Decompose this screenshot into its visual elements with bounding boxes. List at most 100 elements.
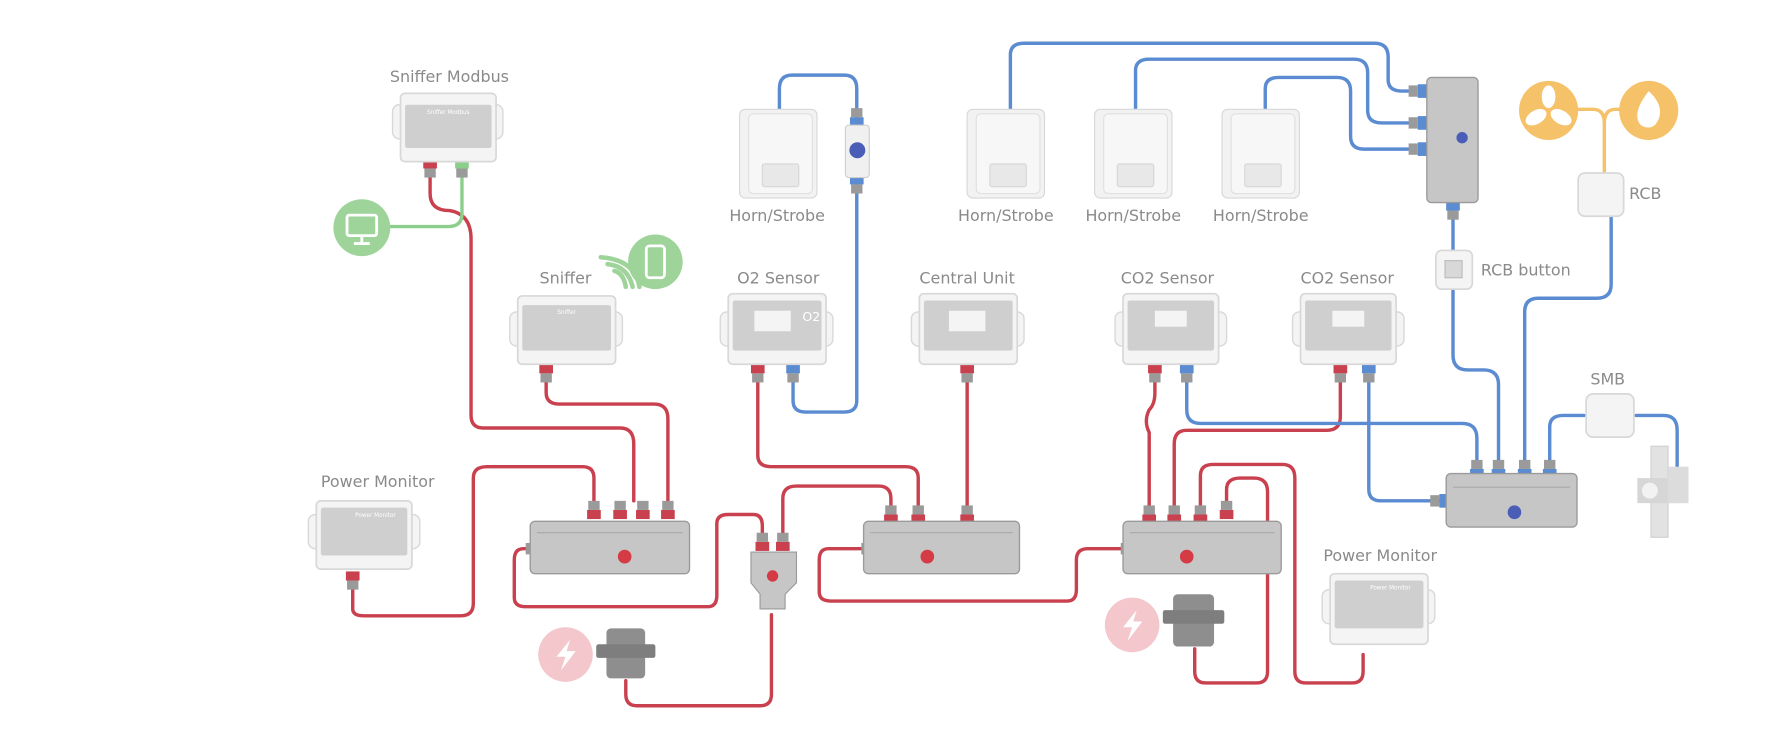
cable — [756, 373, 920, 509]
lightning-icon — [538, 627, 593, 682]
rcb-device — [1577, 172, 1625, 218]
cable-connector — [1167, 505, 1182, 524]
cable — [1602, 107, 1622, 125]
cable-connector — [1333, 364, 1348, 383]
label-co2-sensor-1: CO2 Sensor — [1121, 268, 1215, 287]
cable-connector — [849, 108, 864, 127]
cable-connector — [1446, 201, 1460, 220]
power-splitter — [750, 551, 798, 610]
power-supply-1 — [596, 628, 656, 679]
label-sniffer: Sniffer — [540, 268, 592, 287]
bus-hub — [1445, 472, 1578, 528]
cable — [624, 612, 774, 708]
cable — [777, 73, 859, 122]
cable — [1133, 57, 1413, 125]
cable-connector — [960, 505, 974, 524]
label-smb: SMB — [1590, 370, 1625, 389]
faceplate-text: O2 — [802, 309, 820, 324]
cable — [1451, 288, 1501, 463]
smartphone-wifi-icon — [598, 234, 683, 290]
label-rcb: RCB — [1629, 184, 1661, 203]
cable-connector — [1193, 505, 1208, 524]
rcb-cables — [1575, 107, 1622, 175]
cable — [781, 484, 893, 537]
cable-connector — [345, 571, 360, 590]
cable-connector — [1408, 142, 1427, 156]
cable — [1634, 413, 1679, 471]
co2-sensor-device-1 — [1114, 292, 1228, 366]
cable-connector — [636, 500, 650, 520]
label-rcb-button: RCB button — [1481, 260, 1571, 279]
o2-inline-module — [844, 124, 870, 179]
cable — [1367, 373, 1442, 503]
modbus-cable — [387, 169, 464, 229]
horn-strobes — [739, 108, 1300, 199]
cable — [512, 512, 765, 609]
cable-connector — [1142, 505, 1157, 524]
power-supply-2 — [1162, 594, 1225, 647]
label-o2-sensor: O2 Sensor — [737, 268, 820, 287]
horn-strobe-device — [966, 108, 1046, 199]
cable — [791, 180, 859, 414]
label-central-unit: Central Unit — [919, 268, 1014, 287]
cable — [1185, 373, 1479, 463]
cable — [817, 546, 1126, 603]
cable-connector — [775, 532, 790, 551]
horn-strobe-device — [1094, 108, 1173, 199]
cable-connector — [455, 159, 469, 178]
cable — [1263, 75, 1413, 151]
faceplate-text: Sniffer Modbus — [427, 110, 470, 116]
cable — [544, 373, 670, 503]
label-power-monitor-2: Power Monitor — [1323, 546, 1437, 565]
cable-connector — [539, 364, 553, 383]
cable-connector — [786, 364, 800, 383]
label-horn-strobe-2: Horn/Strobe — [958, 206, 1054, 225]
cable — [351, 464, 596, 618]
cable — [1008, 41, 1413, 110]
label-horn-strobe-4: Horn/Strobe — [1213, 206, 1309, 225]
faceplate-text: Power Monitor — [355, 513, 396, 519]
label-sniffer-modbus: Sniffer Modbus — [390, 67, 509, 86]
cable — [1198, 462, 1365, 685]
cable-connector — [1148, 364, 1162, 383]
co2-sensor-device-2 — [1291, 292, 1405, 366]
horn-strobe-device — [1221, 108, 1300, 199]
cable-connector — [755, 532, 770, 551]
power-monitor-device-2: Power Monitor — [1321, 572, 1436, 646]
cable — [1522, 214, 1613, 463]
power-hub-2 — [862, 520, 1021, 575]
cable — [387, 169, 464, 229]
fan-icon — [1518, 80, 1579, 141]
cable — [1193, 476, 1270, 685]
cable-connector — [613, 500, 627, 520]
sniffer-device: Sniffer — [509, 295, 624, 366]
cable-connector — [587, 500, 601, 520]
cable — [1575, 107, 1607, 175]
cable-connector — [423, 159, 437, 178]
cable — [1144, 373, 1157, 509]
lightning-icon — [1104, 597, 1160, 653]
cable — [428, 169, 636, 503]
cable-connector — [1179, 364, 1194, 383]
label-power-monitor-1: Power Monitor — [321, 472, 435, 491]
cable — [1548, 413, 1586, 463]
cable-connector — [1408, 116, 1427, 130]
rcb-button-device[interactable] — [1435, 249, 1474, 290]
sniffer-modbus-device: Sniffer Modbus — [391, 92, 504, 163]
o2-sensor-device: O2 — [719, 292, 834, 366]
label-horn-strobe-3: Horn/Strobe — [1085, 206, 1181, 225]
power-monitor-device-1: Power Monitor — [307, 499, 421, 571]
faceplate-text: Sniffer — [557, 310, 576, 316]
cable-connector — [849, 175, 864, 194]
cable-connector — [1408, 84, 1427, 98]
horn-strobe-device — [739, 108, 818, 199]
cable-connector — [911, 505, 926, 524]
cable-connector — [1361, 364, 1376, 383]
label-horn-strobe-1: Horn/Strobe — [729, 206, 825, 225]
smb-device — [1585, 392, 1635, 438]
valve — [1637, 445, 1689, 538]
cable-connector — [1219, 500, 1234, 520]
power-hub-1 — [529, 520, 691, 575]
monitor-icon — [333, 199, 391, 257]
